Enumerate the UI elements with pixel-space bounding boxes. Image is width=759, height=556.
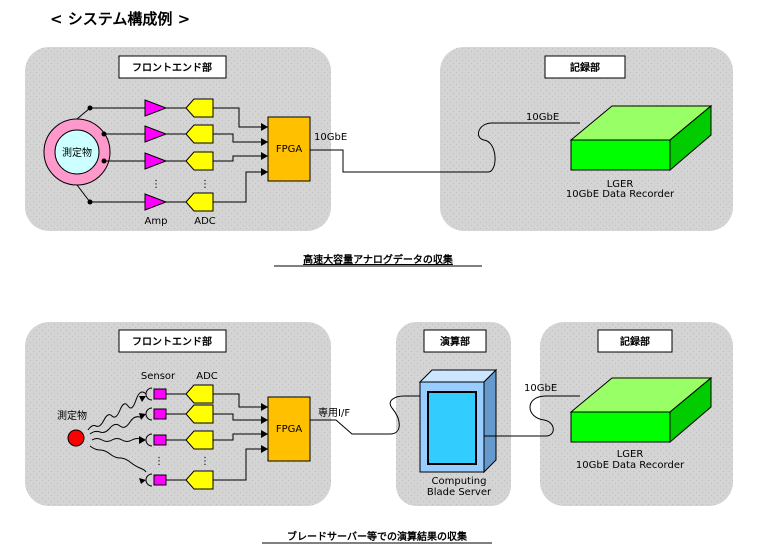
recorder-desc-2: 10GbE Data Recorder [576,460,685,471]
server-desc-2: Blade Server [427,487,492,498]
compute-label-2: 演算部 [440,335,470,348]
adc-label-1: ADC [194,216,216,227]
compute-label-box-2 [423,329,487,353]
if-label-2: 専用I/F [318,407,350,419]
target-label-2: 測定物 [57,409,87,422]
dots-sensor-2: ⋮ [154,456,164,467]
target-core-1 [54,129,100,175]
if-cable-2 [310,395,420,435]
recorder-name-2: LGER [617,449,644,460]
adc-fpga-wires-2 [213,393,268,481]
recorder-label-box-2 [597,329,673,353]
sensors-2 [145,387,167,487]
sensor-label-2: Sensor [141,371,176,382]
link-label-2: 10GbE [524,383,557,394]
fpga-label-1: FPGA [276,144,303,155]
fpga-label-2: FPGA [276,424,303,435]
signal-waves-2 [87,391,147,473]
amp-adc-wires-1 [166,107,186,203]
frontend-panel-1 [25,47,331,231]
adc-label-2: ADC [196,371,218,382]
recorder-1 [569,104,713,172]
frontend-label-1: フロントエンド部 [132,61,212,74]
target-wire-nodes-1 [87,105,107,205]
adc-fpga-wires-1 [213,107,268,203]
frontend-label-2: フロントエンド部 [132,335,212,348]
link-cable-2 [484,395,580,437]
amp-1 [144,99,168,117]
link-label-right-1: 10GbE [526,112,559,123]
sensor-adc-wires-2 [166,393,186,481]
recorder-label-box-1 [544,55,626,79]
dots-amp-1: ⋮ [151,179,161,190]
amp-2 [144,125,168,143]
recorder-label-2: 記録部 [620,335,650,348]
frontend-label-box-1 [118,55,227,79]
link-cable-1 [310,122,580,173]
system-1: フロントエンド部 記録部 測定物 ⋮ [25,47,733,267]
dots-adc-2: ⋮ [200,456,210,467]
fpga-arrows-1 [261,123,268,176]
recorder-name-1: LGER [607,179,634,190]
caption-2: ブレードサーバー等での演算結果の収集 [287,530,468,543]
recorder-desc-1: 10GbE Data Recorder [566,189,675,200]
amp-4 [144,193,168,211]
target-label-1: 測定物 [62,146,92,159]
amp-3 [144,152,168,170]
fpga-arrows-2 [261,403,268,453]
recorder-label-1: 記録部 [570,61,600,74]
blade-server [418,368,498,474]
link-label-left-1: 10GbE [314,132,347,143]
amp-label-1: Amp [145,216,168,227]
system-2: フロントエンド部 演算部 記録部 測定物 [25,322,733,544]
server-name-2: Computing [432,476,487,487]
fpga-2 [267,396,311,462]
target-dot-2 [67,429,85,447]
caption-1: 高速大容量アナログデータの収集 [303,253,454,266]
signal-arrowheads-2 [139,396,146,484]
page-title: < システム構成例 > [50,10,190,28]
fpga-1 [267,116,311,182]
dots-adc-1: ⋮ [200,179,210,190]
frontend-label-box-2 [118,329,227,353]
recorder-2 [569,376,713,444]
